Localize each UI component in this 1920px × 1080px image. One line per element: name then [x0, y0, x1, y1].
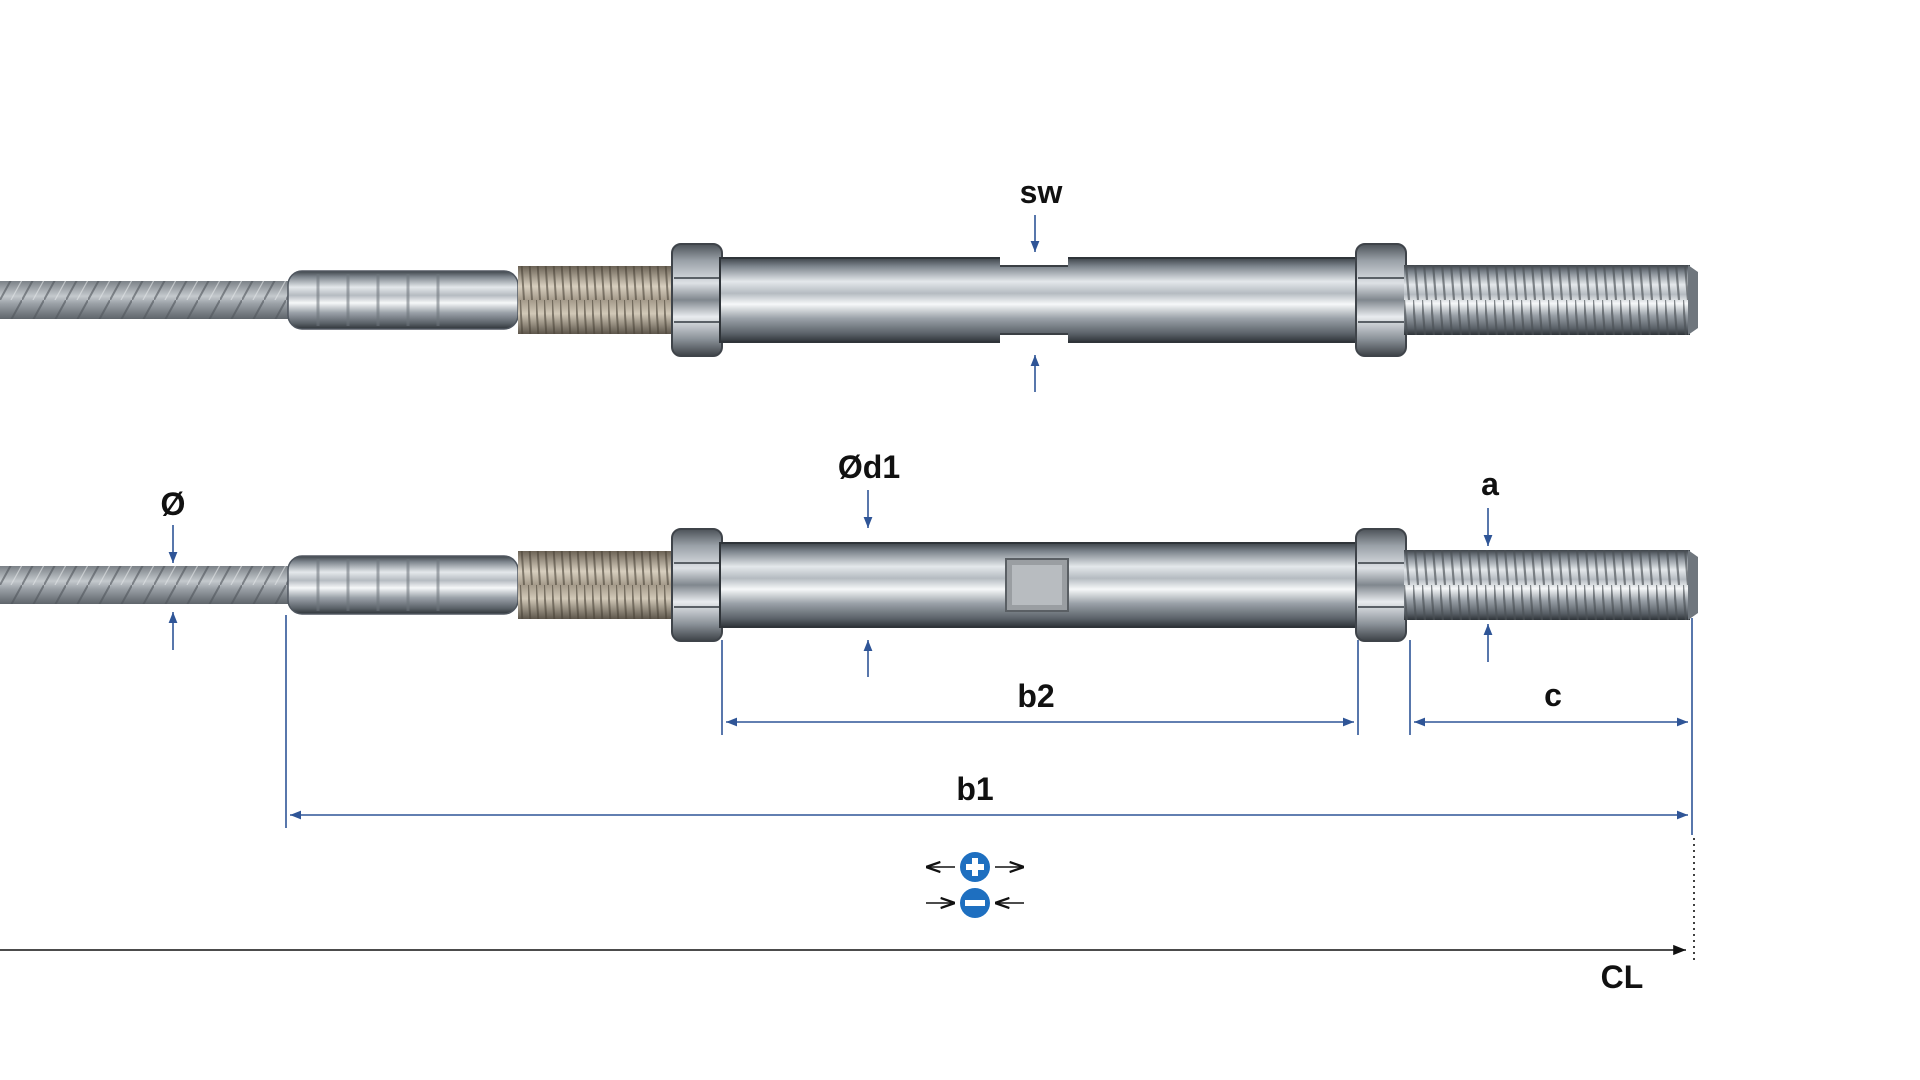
a-label: a	[1481, 466, 1499, 502]
b1-label: b1	[956, 771, 993, 807]
turnbuckle-side-view	[0, 527, 1700, 643]
c-label: c	[1544, 677, 1562, 713]
adjustment-symbols	[926, 852, 1024, 918]
cl-label: CL	[1601, 959, 1644, 995]
minus-circle-icon	[926, 888, 1024, 918]
diameter-label: Ø	[161, 486, 186, 522]
plus-circle-icon	[926, 852, 1024, 882]
sw-label: sw	[1020, 174, 1063, 210]
dimension-annotations	[168, 215, 1693, 835]
b2-label: b2	[1017, 678, 1054, 714]
d1-label: Ød1	[838, 449, 900, 485]
cable-length-annotation	[0, 838, 1695, 960]
turnbuckle-top-view	[0, 242, 1700, 358]
